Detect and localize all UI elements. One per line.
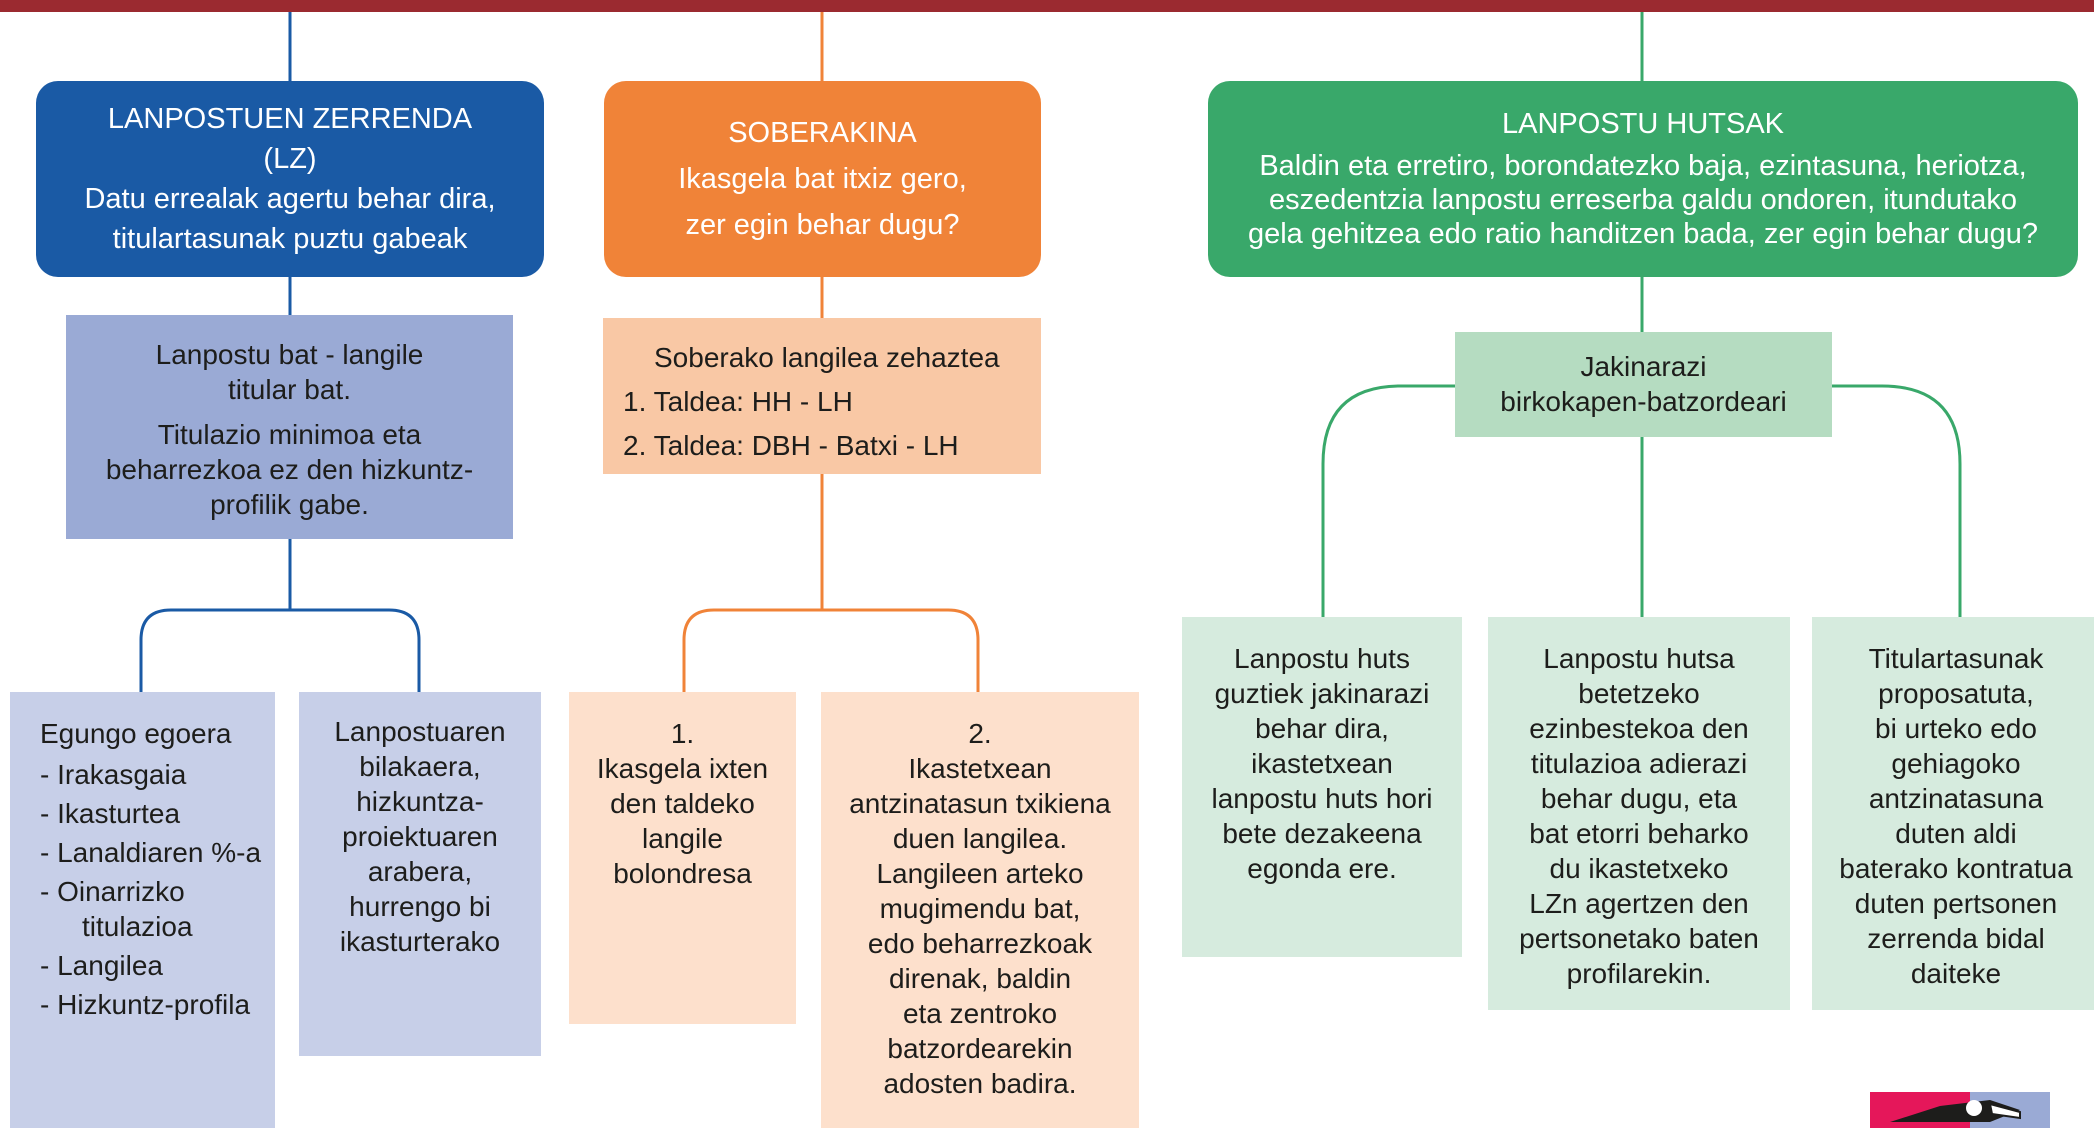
vacancy-box-3-line: daiteke — [1910, 958, 2002, 989]
option-2-line: Ikastetxean — [908, 753, 1052, 784]
vacancy-box-2: Lanpostu hutsa betetzeko ezinbestekoa den t… — [1488, 617, 1790, 1010]
job-evolution-box: Lanpostuaren bilakaera, hizkuntza- proie… — [299, 692, 541, 1056]
current-situation-box: Egungo egoera - Irakasgaia - Ikasturtea … — [10, 692, 275, 1128]
surplus-staff-group: 1. Taldea: HH - LH — [623, 386, 853, 417]
lz-definition-box: Lanpostu bat - langile titular bat. Titu… — [66, 315, 513, 539]
connector-branch — [139, 608, 421, 692]
option-2-line: duen langilea. — [892, 823, 1068, 854]
option-2-line: edo beharrezkoak — [867, 928, 1093, 959]
job-evolution-line: Lanpostuaren — [334, 716, 506, 747]
option-2-line: mugimendu bat, — [879, 893, 1081, 924]
vacancy-box-2-line: LZn agertzen den — [1529, 888, 1749, 919]
vacancy-box-1-line: bete dezakeena — [1222, 818, 1422, 849]
lz-definition-line: beharrezkoa ez den hizkuntz- — [105, 454, 474, 485]
soberakina-title: SOBERAKINA — [728, 117, 917, 149]
job-evolution-line: hurrengo bi — [349, 891, 491, 922]
vacancy-box-2-line: behar dugu, eta — [1540, 783, 1738, 814]
vacancy-box-2-line: ezinbestekoa den — [1529, 713, 1749, 744]
vacancy-box-2-line: du ikastetxeko — [1549, 853, 1729, 884]
option-1-line: den taldeko — [610, 788, 755, 819]
option-2-line: eta zentroko — [902, 998, 1058, 1029]
list-item: - Ikasturtea — [40, 798, 181, 829]
hutsak-subtitle-line: Baldin eta erretiro, borondatezko baja, … — [1259, 150, 2027, 182]
vacancy-box-1-line: egonda ere. — [1247, 853, 1397, 884]
job-evolution-line: ikasturterako — [339, 926, 501, 957]
list-item: - Hizkuntz-profila — [40, 989, 251, 1020]
vacancy-box-2-line: titulazioa adierazi — [1530, 748, 1748, 779]
vacancy-box-3-line: Titulartasunak — [1868, 643, 2044, 674]
lz-definition-line: titular bat. — [228, 374, 351, 405]
option-1-line: Ikasgela ixten — [596, 753, 769, 784]
notify-committee-box: Jakinarazi birkokapen-batzordeari — [1455, 332, 1832, 437]
vacancy-box-1-line: lanpostu huts hori — [1211, 783, 1433, 814]
option-1-line: 1. — [670, 718, 695, 749]
current-situation-title: Egungo egoera — [40, 718, 232, 749]
option-2-line: direnak, baldin — [888, 963, 1072, 994]
option-2-line: 2. — [968, 718, 992, 749]
list-item: - Lanaldiaren %-a — [40, 837, 262, 868]
job-evolution-line: proiektuaren — [342, 821, 498, 852]
vacancy-box-1-line: guztiek jakinarazi — [1214, 678, 1430, 709]
option-1-box: 1. Ikasgela ixten den taldeko langile bolond… — [569, 692, 796, 1024]
notify-committee-line: birkokapen-batzordeari — [1500, 386, 1787, 417]
hutsak-title: LANPOSTU HUTSAK — [1502, 108, 1784, 140]
lz-title-abbr: (LZ) — [263, 143, 317, 175]
vacancy-box-3-line: duten aldi — [1895, 818, 2017, 849]
vacancy-box-3-line: proposatuta, — [1878, 678, 2034, 709]
vacancy-box-1-line: behar dira, — [1255, 713, 1389, 744]
lz-subtitle-line: Datu errealak agertu behar dira, — [84, 183, 496, 215]
surplus-staff-box: Soberako langilea zehaztea 1. Taldea: HH… — [603, 318, 1041, 474]
lz-definition-line: profilik gabe. — [210, 489, 369, 520]
list-item: - Langilea — [40, 950, 163, 981]
surplus-staff-title: Soberako langilea zehaztea — [654, 342, 1000, 373]
option-1-line: langile — [642, 823, 723, 854]
job-evolution-line: hizkuntza- — [356, 786, 484, 817]
option-2-line: adosten badira. — [883, 1068, 1077, 1099]
lz-header: LANPOSTUEN ZERRENDA (LZ) Datu errealak a… — [36, 81, 544, 277]
option-2-line: Langileen arteko — [876, 858, 1084, 889]
top-bar — [0, 0, 2094, 12]
vacancy-box-2-line: pertsonetako baten — [1519, 923, 1759, 954]
soberakina-header: SOBERAKINA Ikasgela bat itxiz gero, zer … — [604, 81, 1041, 277]
vacancy-box-3: Titulartasunak proposatuta, bi urteko edo g… — [1812, 617, 2094, 1010]
publisher-logo — [1870, 1092, 2050, 1128]
notify-committee-line: Jakinarazi — [1580, 351, 1707, 382]
option-2-line: batzordearekin — [887, 1033, 1073, 1064]
job-evolution-line: bilakaera, — [359, 751, 481, 782]
lz-subtitle-line: titulartasunak puztu gabeak — [112, 223, 468, 255]
vacancy-box-1-line: Lanpostu huts — [1234, 643, 1410, 674]
connector-branch — [1832, 384, 1962, 617]
logo-icon — [1870, 1092, 2050, 1128]
lz-definition-line: Titulazio minimoa eta — [157, 419, 422, 450]
list-item: - Irakasgaia — [40, 759, 187, 790]
vacancy-box-3-line: antzinatasuna — [1868, 783, 2044, 814]
connector-branch — [1321, 384, 1455, 617]
vacancy-box-2-line: betetzeko — [1578, 678, 1700, 709]
list-item: - Oinarrizko titulazioa — [40, 876, 193, 942]
vacancy-box-1-line: ikastetxean — [1251, 748, 1393, 779]
soberakina-subtitle-line: zer egin behar dugu? — [685, 209, 960, 241]
hutsak-subtitle-line: eszedentzia lanpostu erreserba galdu ond… — [1268, 184, 2018, 216]
vacancy-box-3-line: gehiagoko — [1891, 748, 2021, 779]
vacancy-box-3-line: duten pertsonen — [1854, 888, 2058, 919]
vacancy-box-2-line: Lanpostu hutsa — [1543, 643, 1735, 674]
vacancy-box-1: Lanpostu huts guztiek jakinarazi behar dir… — [1182, 617, 1462, 957]
vacancy-box-3-line: zerrenda bidal — [1867, 923, 2045, 954]
option-2-box: 2. Ikastetxean antzinatasun txikiena duen l… — [821, 692, 1139, 1128]
soberakina-subtitle-line: Ikasgela bat itxiz gero, — [678, 163, 967, 195]
vacancy-box-3-line: baterako kontratua — [1839, 853, 2073, 884]
job-evolution-line: arabera, — [367, 856, 473, 887]
connector-branch — [682, 608, 980, 692]
option-2-line: antzinatasun txikiena — [849, 788, 1111, 819]
vacancy-box-2-line: bat etorri beharko — [1529, 818, 1749, 849]
hutsak-header: LANPOSTU HUTSAK Baldin eta erretiro, bor… — [1208, 81, 2078, 277]
vacancy-box-2-line: profilarekin. — [1566, 958, 1712, 989]
lz-title: LANPOSTUEN ZERRENDA — [107, 103, 473, 135]
option-1-line: bolondresa — [613, 858, 752, 889]
hutsak-subtitle-line: gela gehitzea edo ratio handitzen bada, … — [1247, 218, 2039, 250]
vacancy-box-3-line: bi urteko edo — [1875, 713, 2037, 744]
surplus-staff-group: 2. Taldea: DBH - Batxi - LH — [623, 430, 959, 461]
lz-definition-line: Lanpostu bat - langile — [155, 339, 424, 370]
